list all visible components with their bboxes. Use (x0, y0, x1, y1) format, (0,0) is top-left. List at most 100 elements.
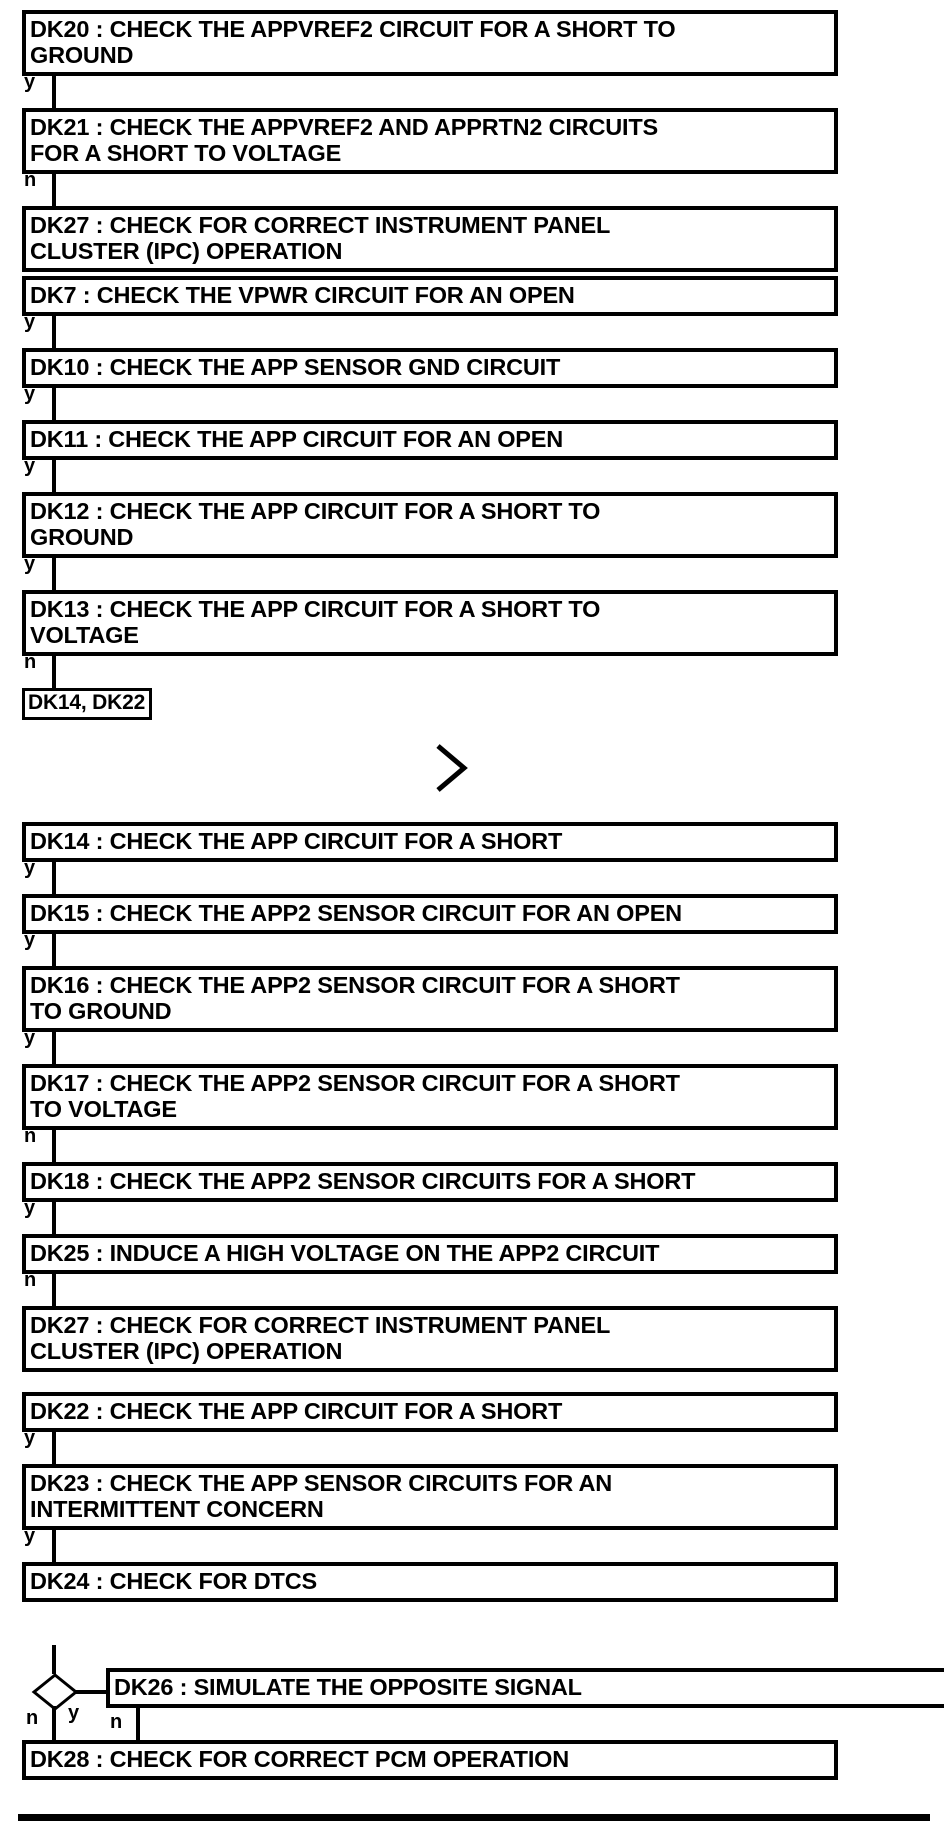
edge-dk18-dk25: y (22, 1198, 838, 1236)
edge-label: y (24, 71, 36, 93)
process-node-dk26[interactable]: DK26 : SIMULATE THE OPPOSITE SIGNAL (106, 1668, 944, 1708)
edge-dk11-dk12: y (22, 456, 838, 494)
edge-label: y (24, 311, 36, 333)
process-node-dk7[interactable]: DK7 : CHECK THE VPWR CIRCUIT FOR AN OPEN (22, 276, 838, 316)
edge-line (52, 654, 56, 690)
edge-dk12-dk13: y (22, 554, 838, 592)
edge-line (52, 556, 56, 592)
node-label: DK14, DK22 (28, 691, 146, 714)
edge-label: n (24, 651, 37, 673)
edge-dk7-dk10: y (22, 312, 838, 350)
process-node-dk27-second[interactable]: DK27 : CHECK FOR CORRECT INSTRUMENT PANE… (22, 1306, 838, 1372)
node-label: DK7 : CHECK THE VPWR CIRCUIT FOR AN OPEN (30, 282, 575, 308)
node-label: DK28 : CHECK FOR CORRECT PCM OPERATION (30, 1746, 570, 1772)
decision-no-label: n (26, 1707, 39, 1729)
process-node-dk12[interactable]: DK12 : CHECK THE APP CIRCUIT FOR A SHORT… (22, 492, 838, 558)
edge-dk21-dk27a: n (22, 170, 838, 208)
node-label: DK26 : SIMULATE THE OPPOSITE SIGNAL (114, 1674, 582, 1700)
edge-dk13-ref: n (22, 652, 838, 690)
process-node-dk21[interactable]: DK21 : CHECK THE APPVREF2 AND APPRTN2 CI… (22, 108, 838, 174)
process-node-dk20[interactable]: DK20 : CHECK THE APPVREF2 CIRCUIT FOR A … (22, 10, 838, 76)
process-node-dk13[interactable]: DK13 : CHECK THE APP CIRCUIT FOR A SHORT… (22, 590, 838, 656)
node-label: DK18 : CHECK THE APP2 SENSOR CIRCUITS FO… (30, 1168, 696, 1194)
process-node-dk25[interactable]: DK25 : INDUCE A HIGH VOLTAGE ON THE APP2… (22, 1234, 838, 1274)
process-node-dk10[interactable]: DK10 : CHECK THE APP SENSOR GND CIRCUIT (22, 348, 838, 388)
edge-line (52, 314, 56, 350)
edge-label: y (24, 455, 36, 477)
process-node-dk14[interactable]: DK14 : CHECK THE APP CIRCUIT FOR A SHORT (22, 822, 838, 862)
dk26-no-label: n (110, 1711, 123, 1733)
decision-yes-line (74, 1690, 106, 1694)
process-node-dk22[interactable]: DK22 : CHECK THE APP CIRCUIT FOR A SHORT (22, 1392, 838, 1432)
edge-line (52, 1528, 56, 1564)
footer-divider (18, 1814, 930, 1821)
flow-group-4: DK22 : CHECK THE APP CIRCUIT FOR A SHORT… (22, 1392, 838, 1602)
edge-label: n (24, 1269, 37, 1291)
process-node-dk24[interactable]: DK24 : CHECK FOR DTCS (22, 1562, 838, 1602)
decision-yes-label: y (68, 1702, 80, 1724)
edge-dk14-dk15: y (22, 858, 838, 896)
node-label: DK16 : CHECK THE APP2 SENSOR CIRCUIT FOR… (30, 972, 680, 1024)
chevron-right-icon (432, 742, 472, 794)
node-label: DK11 : CHECK THE APP CIRCUIT FOR AN OPEN (30, 426, 563, 452)
edge-dk20-dk21: y (22, 72, 838, 110)
edge-label: y (24, 857, 36, 879)
flow-group-2: DK7 : CHECK THE VPWR CIRCUIT FOR AN OPEN… (22, 276, 838, 720)
node-label: DK15 : CHECK THE APP2 SENSOR CIRCUIT FOR… (30, 900, 682, 926)
node-label: DK23 : CHECK THE APP SENSOR CIRCUITS FOR… (30, 1470, 613, 1522)
node-label: DK27 : CHECK FOR CORRECT INSTRUMENT PANE… (30, 1312, 611, 1364)
edge-label: y (24, 1525, 36, 1547)
node-label: DK24 : CHECK FOR DTCS (30, 1568, 317, 1594)
decision-no-line (52, 1706, 56, 1742)
edge-line (52, 386, 56, 422)
edge-dk25-dk27b: n (22, 1270, 838, 1308)
edge-dk23-dk24: y (22, 1526, 838, 1564)
edge-line (52, 1430, 56, 1466)
edge-dk10-dk11: y (22, 384, 838, 422)
edge-label: y (24, 1027, 36, 1049)
node-label: DK17 : CHECK THE APP2 SENSOR CIRCUIT FOR… (30, 1070, 680, 1122)
node-label: DK20 : CHECK THE APPVREF2 CIRCUIT FOR A … (30, 16, 676, 68)
edge-label: y (24, 929, 36, 951)
process-node-dk11[interactable]: DK11 : CHECK THE APP CIRCUIT FOR AN OPEN (22, 420, 838, 460)
edge-line (52, 1030, 56, 1066)
decision-inbound-line (52, 1645, 56, 1674)
edge-label: y (24, 1427, 36, 1449)
process-node-dk28[interactable]: DK28 : CHECK FOR CORRECT PCM OPERATION (22, 1740, 838, 1780)
edge-dk15-dk16: y (22, 930, 838, 968)
edge-line (52, 1200, 56, 1236)
edge-line (52, 74, 56, 110)
edge-line (52, 1272, 56, 1308)
process-node-dk23[interactable]: DK23 : CHECK THE APP SENSOR CIRCUITS FOR… (22, 1464, 838, 1530)
process-node-dk17[interactable]: DK17 : CHECK THE APP2 SENSOR CIRCUIT FOR… (22, 1064, 838, 1130)
process-node-dk16[interactable]: DK16 : CHECK THE APP2 SENSOR CIRCUIT FOR… (22, 966, 838, 1032)
node-label: DK27 : CHECK FOR CORRECT INSTRUMENT PANE… (30, 212, 611, 264)
reference-node-dk14-dk22[interactable]: DK14, DK22 (22, 688, 153, 720)
edge-line (52, 860, 56, 896)
edge-line (52, 458, 56, 494)
node-label: DK25 : INDUCE A HIGH VOLTAGE ON THE APP2… (30, 1240, 660, 1266)
edge-label: y (24, 383, 36, 405)
edge-line (52, 932, 56, 968)
dk26-no-line (136, 1706, 140, 1744)
node-label: DK13 : CHECK THE APP CIRCUIT FOR A SHORT… (30, 596, 601, 648)
node-label: DK12 : CHECK THE APP CIRCUIT FOR A SHORT… (30, 498, 601, 550)
edge-label: n (24, 169, 37, 191)
process-node-dk27-first[interactable]: DK27 : CHECK FOR CORRECT INSTRUMENT PANE… (22, 206, 838, 272)
edge-line (52, 172, 56, 208)
flow-group-1: DK20 : CHECK THE APPVREF2 CIRCUIT FOR A … (22, 10, 838, 272)
node-label: DK22 : CHECK THE APP CIRCUIT FOR A SHORT (30, 1398, 563, 1424)
flow-group-3: DK14 : CHECK THE APP CIRCUIT FOR A SHORT… (22, 822, 838, 1372)
edge-label: y (24, 553, 36, 575)
process-node-dk18[interactable]: DK18 : CHECK THE APP2 SENSOR CIRCUITS FO… (22, 1162, 838, 1202)
edge-dk17-dk18: n (22, 1126, 838, 1164)
edge-dk16-dk17: y (22, 1028, 838, 1066)
edge-dk22-dk23: y (22, 1428, 838, 1466)
edge-line (52, 1128, 56, 1164)
edge-label: n (24, 1125, 37, 1147)
process-node-dk15[interactable]: DK15 : CHECK THE APP2 SENSOR CIRCUIT FOR… (22, 894, 838, 934)
node-label: DK21 : CHECK THE APPVREF2 AND APPRTN2 CI… (30, 114, 658, 166)
node-label: DK10 : CHECK THE APP SENSOR GND CIRCUIT (30, 354, 561, 380)
edge-label: y (24, 1197, 36, 1219)
